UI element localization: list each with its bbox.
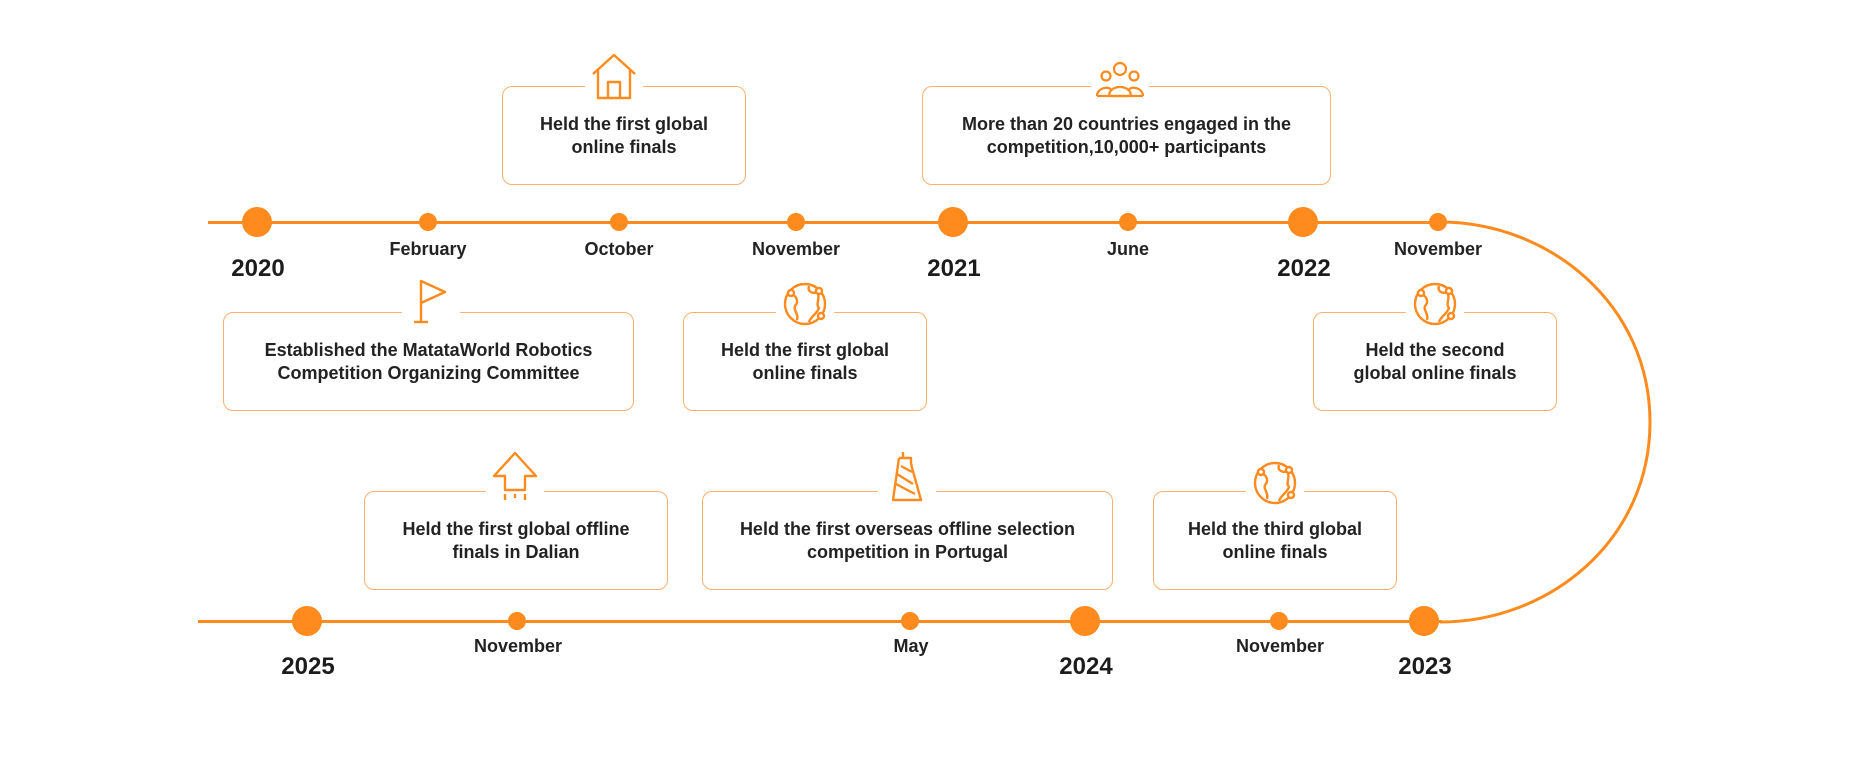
month-label-february: February — [389, 239, 467, 259]
month-label-november: November — [1393, 239, 1483, 259]
year-label-2023: 2023 — [1398, 653, 1452, 680]
dot-november-2023 — [1270, 612, 1288, 630]
year-label-2025: 2025 — [281, 653, 335, 680]
event-text: Held the second global online finals — [1353, 339, 1517, 383]
month-label-october: October — [584, 239, 654, 259]
arrow-up-icon — [486, 448, 544, 504]
year-label-2024: 2024 — [1059, 653, 1113, 680]
month-label-november: November — [1235, 636, 1325, 656]
year-label-2021: 2021 — [927, 255, 981, 282]
event-text: Held the first global online finals — [539, 113, 708, 157]
house-icon — [585, 48, 643, 104]
month-label-may: May — [893, 636, 929, 656]
month-label-november: November — [473, 636, 563, 656]
event-text: Held the first overseas offline selectio… — [739, 518, 1076, 562]
event-text: More than 20 countries engaged in the co… — [961, 113, 1292, 157]
event-card: Held the third global online finals — [1153, 491, 1397, 590]
dot-2023 — [1409, 606, 1439, 636]
dot-may — [901, 612, 919, 630]
people-icon — [1091, 54, 1149, 110]
event-card: Held the first overseas offline selectio… — [702, 491, 1113, 590]
dot-2021 — [938, 207, 968, 237]
event-text: Held the first global offline finals in … — [402, 518, 630, 562]
event-text: Established the MatataWorld Robotics Com… — [264, 339, 593, 383]
dot-november-2020 — [787, 213, 805, 231]
month-label-june: June — [1106, 239, 1149, 259]
timeline-top-line — [208, 221, 1443, 224]
month-label-november: November — [751, 239, 841, 259]
globe-icon — [776, 276, 834, 332]
dot-2024 — [1070, 606, 1100, 636]
dot-2020 — [242, 207, 272, 237]
dot-2025 — [292, 606, 322, 636]
dot-2022 — [1288, 207, 1318, 237]
flag-icon — [402, 272, 460, 328]
timeline-bottom-line — [198, 620, 1442, 623]
event-text: Held the first global online finals — [720, 339, 889, 383]
dot-october — [610, 213, 628, 231]
event-text: Held the third global online finals — [1188, 518, 1362, 562]
dot-november-2022 — [1429, 213, 1447, 231]
year-label-2022: 2022 — [1277, 255, 1331, 282]
globe-icon — [1406, 276, 1464, 332]
globe-icon — [1246, 455, 1304, 511]
dot-june — [1119, 213, 1137, 231]
year-label-2020: 2020 — [231, 255, 285, 282]
tower-icon — [878, 448, 936, 504]
event-card: Held the first global offline finals in … — [364, 491, 668, 590]
dot-november-2025 — [508, 612, 526, 630]
dot-february — [419, 213, 437, 231]
